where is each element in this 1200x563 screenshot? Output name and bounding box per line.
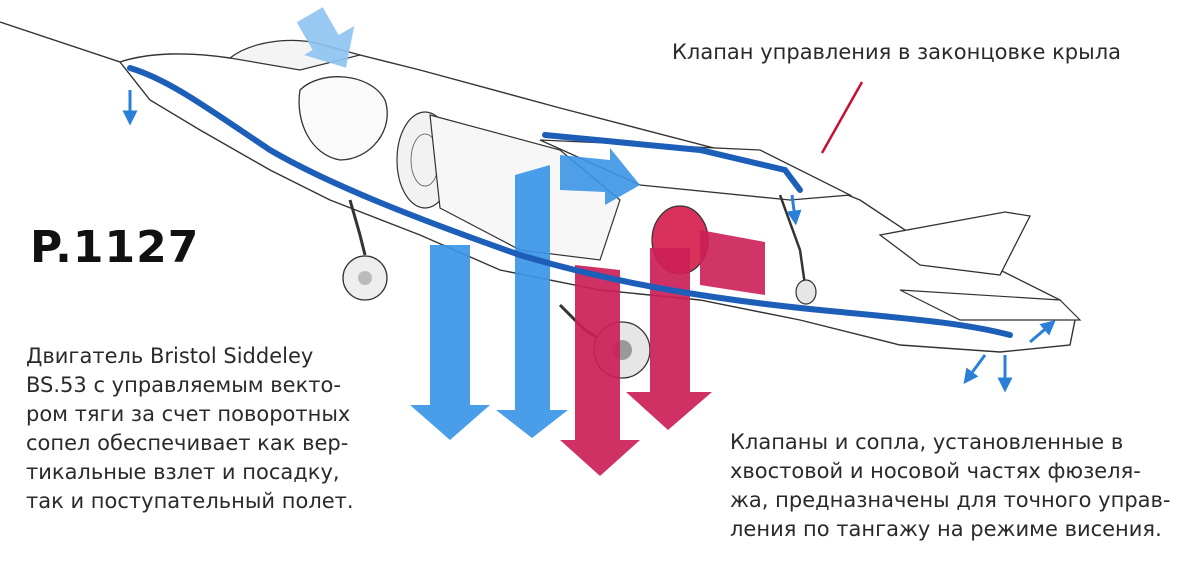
wingtip-rcv-jet bbox=[786, 194, 802, 226]
tail-nose-valves-caption: Клапаны и сопла, установленные в хвостов… bbox=[730, 428, 1171, 544]
bleed-air-duct-wing bbox=[542, 132, 803, 193]
diagram-title: P.1127 bbox=[30, 222, 200, 273]
nose-probe bbox=[0, 21, 133, 67]
hot-thrust-arrow-top bbox=[700, 230, 765, 295]
tail-rcv-jet-up bbox=[1029, 320, 1056, 344]
air-intake bbox=[298, 76, 388, 161]
wingtip-valve-leader bbox=[820, 81, 864, 154]
wingtip-valve-label: Клапан управления в законцовке крыла bbox=[672, 40, 1121, 64]
nose-gear-strut bbox=[348, 199, 367, 256]
engine-caption-line: так и поступательный полет. bbox=[26, 489, 354, 513]
engine-caption-line: Двигатель Bristol Siddeley bbox=[26, 344, 314, 368]
tail-plane bbox=[899, 289, 1082, 321]
cold-thrust-arrow-1 bbox=[410, 245, 490, 440]
engine-caption-line: ром тяги за счет поворотных bbox=[26, 402, 351, 426]
tail-rcv-jet-side bbox=[963, 354, 987, 385]
engine-caption-line: BS.53 с управляемым векто- bbox=[26, 373, 341, 397]
tail-caption-line: хвостовой и носовой частях фюзеля- bbox=[730, 459, 1141, 483]
tail-caption-line: Клапаны и сопла, установленные в bbox=[730, 430, 1124, 454]
hot-thrust-arrow-1 bbox=[560, 265, 640, 476]
tail-caption-line: жа, предназначены для точного управ- bbox=[730, 488, 1171, 512]
cold-thrust-arrow-2 bbox=[496, 165, 568, 438]
bleed-air-duct bbox=[127, 65, 1013, 338]
outrigger-wheel bbox=[795, 279, 817, 305]
tail-fin bbox=[878, 211, 1031, 276]
cold-thrust-arrow-3 bbox=[560, 148, 640, 205]
engine-caption: Двигатель Bristol Siddeley BS.53 с управ… bbox=[26, 342, 354, 516]
engine-caption-line: сопел обеспечивает как вер- bbox=[26, 431, 349, 455]
tail-caption-line: ления по тангажу на режиме висения. bbox=[730, 517, 1162, 541]
hot-thrust-arrow-2 bbox=[626, 248, 712, 430]
cold-thrust-arrow-up bbox=[296, 7, 355, 68]
engine-caption-line: тикальные взлет и посадку, bbox=[26, 460, 340, 484]
